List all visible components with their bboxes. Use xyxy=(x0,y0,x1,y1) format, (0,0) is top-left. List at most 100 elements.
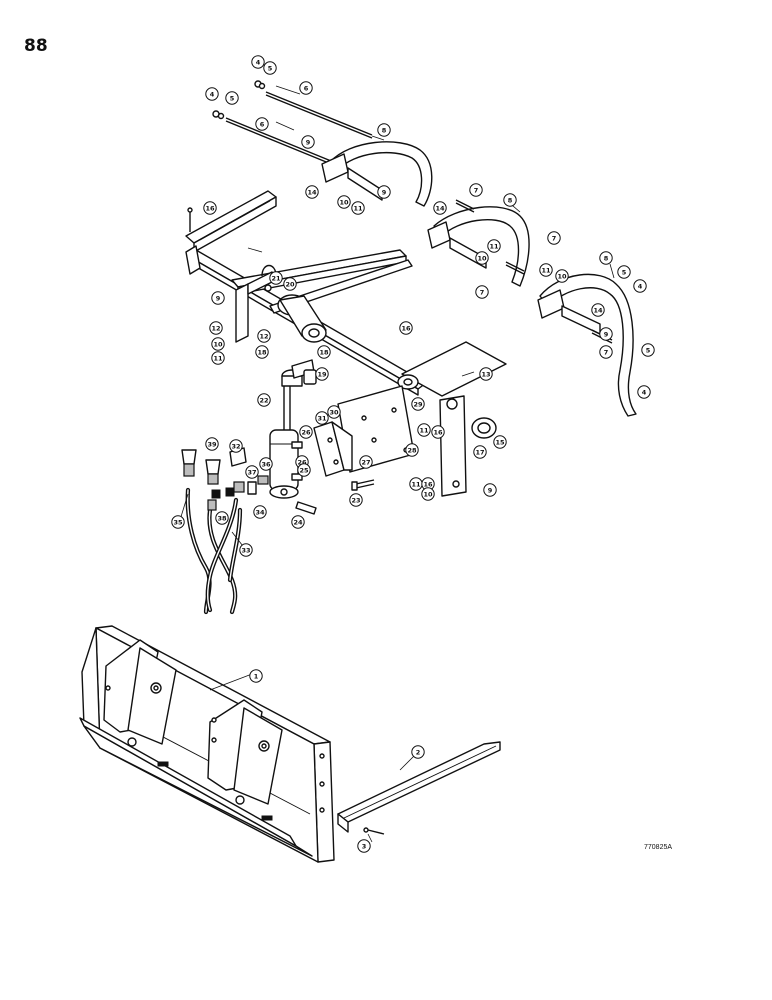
callout-9: 9 xyxy=(211,291,225,305)
callout-number: 16 xyxy=(401,325,411,333)
callout-25: 25 xyxy=(297,463,311,477)
callout-number: 21 xyxy=(271,275,281,283)
tine-2 xyxy=(427,206,530,287)
callout-number: 7 xyxy=(474,187,479,195)
callout-16: 16 xyxy=(431,425,445,439)
callout-circle xyxy=(297,463,311,477)
callout-number: 28 xyxy=(407,447,417,455)
callout-5: 5 xyxy=(617,265,631,279)
callout-circle xyxy=(315,411,329,425)
callout-circle xyxy=(599,251,613,265)
callout-31: 31 xyxy=(315,411,329,425)
callout-number: 3 xyxy=(362,843,367,851)
callout-circle xyxy=(411,397,425,411)
callout-14: 14 xyxy=(305,185,319,199)
callout-number: 17 xyxy=(475,449,484,457)
callout-circle xyxy=(487,239,501,253)
callout-15: 15 xyxy=(493,435,507,449)
callout-number: 16 xyxy=(433,429,443,437)
callout-14: 14 xyxy=(591,303,605,317)
callout-22: 22 xyxy=(257,393,271,407)
callout-11: 11 xyxy=(539,263,553,277)
callout-circle xyxy=(253,505,267,519)
callout-circle xyxy=(299,81,313,95)
callout-number: 35 xyxy=(173,519,183,527)
bushing-19 xyxy=(303,369,317,385)
callout-circle xyxy=(251,55,265,69)
callout-number: 7 xyxy=(480,289,485,297)
callout-12: 12 xyxy=(209,321,223,335)
callout-number: 13 xyxy=(481,371,490,379)
callout-number: 10 xyxy=(213,341,223,349)
callout-circle xyxy=(469,183,483,197)
callout-16: 16 xyxy=(203,201,217,215)
callout-circle xyxy=(641,343,655,357)
callout-10: 10 xyxy=(421,487,435,501)
callout-11: 11 xyxy=(487,239,501,253)
callout-number: 4 xyxy=(210,91,215,99)
fork-tine xyxy=(337,741,501,833)
callout-circle xyxy=(617,265,631,279)
callout-6: 6 xyxy=(255,117,269,131)
callout-24: 24 xyxy=(291,515,305,529)
callout-number: 11 xyxy=(489,243,499,251)
tine-1 xyxy=(321,141,433,207)
callout-number: 10 xyxy=(339,199,349,207)
callout-circle xyxy=(591,303,605,317)
callout-circle xyxy=(433,201,447,215)
callout-number: 2 xyxy=(416,749,421,757)
callout-circle xyxy=(211,351,225,365)
callout-circle xyxy=(493,435,507,449)
callout-number: 23 xyxy=(351,497,360,505)
callout-circle xyxy=(377,123,391,137)
bolt-23 xyxy=(351,479,375,491)
callout-7: 7 xyxy=(475,285,489,299)
callout-18: 18 xyxy=(317,345,331,359)
callout-number: 30 xyxy=(329,409,339,417)
callout-circle xyxy=(405,443,419,457)
callout-26: 26 xyxy=(299,425,313,439)
callout-number: 9 xyxy=(216,295,221,303)
callout-17: 17 xyxy=(473,445,487,459)
clevis-tube xyxy=(277,294,327,343)
callout-8: 8 xyxy=(599,251,613,265)
callout-9: 9 xyxy=(599,327,613,341)
callout-circle xyxy=(263,61,277,75)
callout-number: 11 xyxy=(419,427,429,435)
callout-circle xyxy=(205,437,219,451)
callout-number: 8 xyxy=(604,255,609,263)
figure-code: 770825A xyxy=(644,844,673,851)
callout-circle xyxy=(599,327,613,341)
page-number: 88 xyxy=(24,36,48,56)
callout-number: 24 xyxy=(293,519,303,527)
callout-circle xyxy=(291,515,305,529)
callout-circle xyxy=(283,277,297,291)
callout-23: 23 xyxy=(349,493,363,507)
frame-channel xyxy=(185,190,277,253)
callout-16: 16 xyxy=(399,321,413,335)
callout-circle xyxy=(359,455,373,469)
callout-number: 4 xyxy=(638,283,643,291)
callout-circle xyxy=(483,483,497,497)
callout-number: 18 xyxy=(257,349,267,357)
callout-circle xyxy=(473,445,487,459)
callout-30: 30 xyxy=(327,405,341,419)
bucket xyxy=(79,625,335,863)
pin-24 xyxy=(295,501,317,515)
callout-14: 14 xyxy=(433,201,447,215)
callout-circle xyxy=(211,337,225,351)
callout-circle xyxy=(255,117,269,131)
callout-number: 34 xyxy=(255,509,265,517)
callout-circle xyxy=(431,425,445,439)
callout-number: 9 xyxy=(488,487,493,495)
callout-circle xyxy=(351,201,365,215)
callout-8: 8 xyxy=(377,123,391,137)
callout-11: 11 xyxy=(417,423,431,437)
callout-circle xyxy=(305,185,319,199)
callout-37: 37 xyxy=(245,465,259,479)
callout-circle xyxy=(475,285,489,299)
callout-4: 4 xyxy=(205,87,219,101)
callout-number: 14 xyxy=(435,205,445,213)
callout-number: 11 xyxy=(541,267,551,275)
